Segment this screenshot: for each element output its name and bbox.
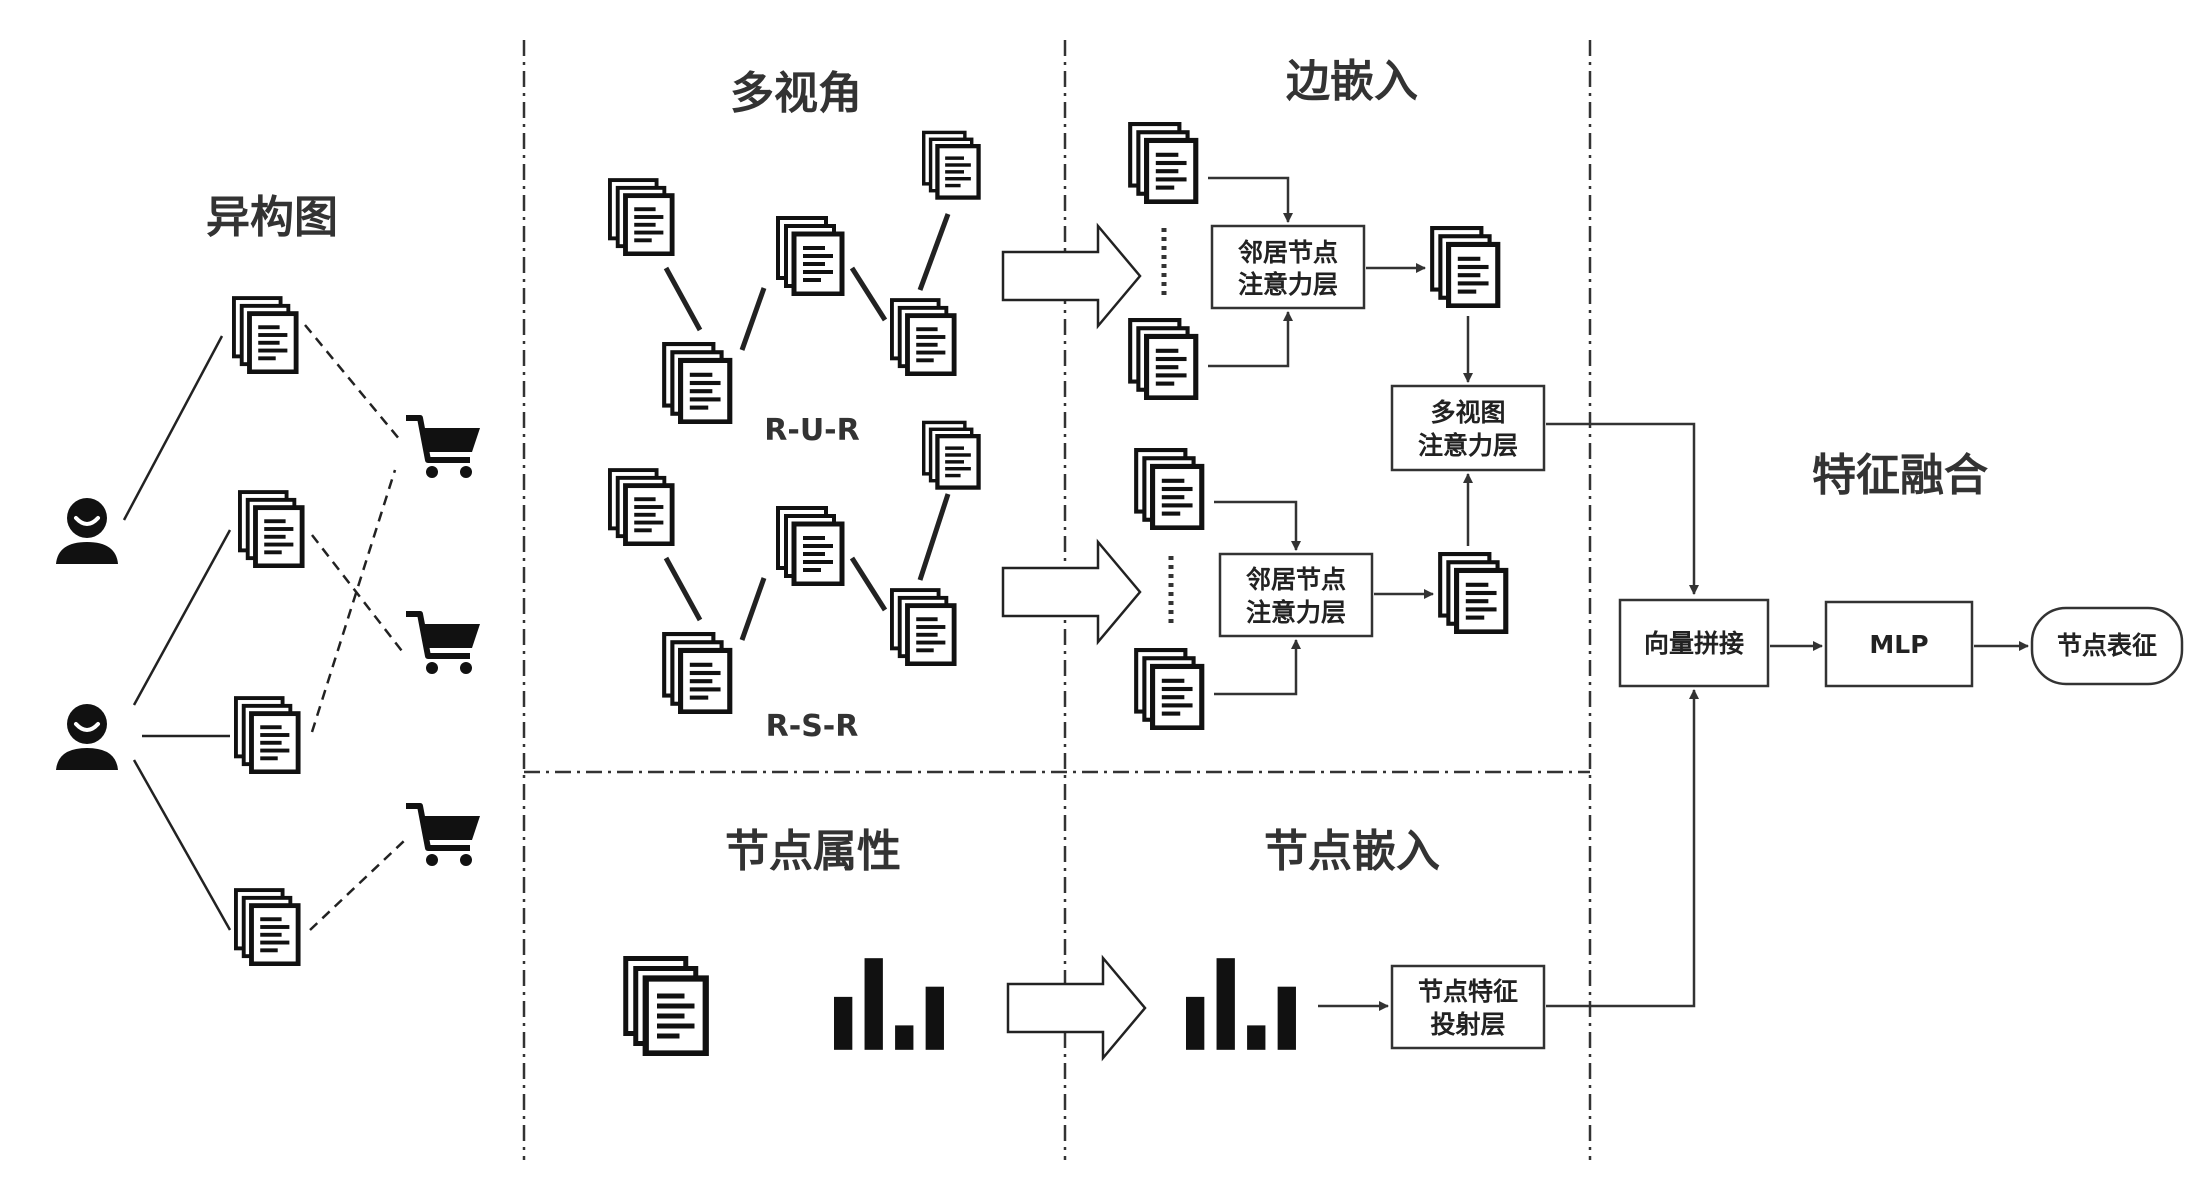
meta-path-rsr: R-S-R [610, 422, 979, 744]
neighbor-attention-label-line-2: 注意力层 [1246, 598, 1346, 627]
node-feature-projection-box [1390, 964, 1546, 1050]
document-icon [664, 634, 730, 712]
bar-chart-icon [1186, 958, 1296, 1050]
document-icon [1130, 124, 1196, 202]
neighbor-attention-label-line-1: 邻居节点 [1246, 565, 1346, 594]
node-feature-projection-label-line-2: 投射层 [1430, 1010, 1505, 1039]
graph-edge [122, 335, 224, 521]
document-icon [236, 698, 298, 772]
document-icon [1130, 320, 1196, 398]
meta-path-edge [849, 556, 888, 612]
graph-edge [132, 529, 232, 706]
section-title-feature-fusion: 特征融合 [1812, 450, 1988, 501]
node-representation-box [2030, 606, 2184, 686]
block-arrow-attributes [1006, 954, 1147, 1062]
graph-edge [132, 759, 232, 931]
document-icon [892, 590, 954, 664]
document-icon [1136, 650, 1202, 728]
edge-embedding-lower: 邻居节点 注意力层 [1136, 450, 1506, 728]
neighbor-attention-label-line-1: 邻居节点 [1238, 238, 1338, 267]
section-title-heterogeneous-graph: 异构图 [206, 192, 338, 243]
meta-path-label-rur: R-U-R [764, 413, 859, 448]
multi-view-attention-label-line-2: 注意力层 [1418, 431, 1518, 460]
document-icon [626, 959, 706, 1054]
meta-path-edge [917, 213, 951, 291]
multi-view-attention-label-line-1: 多视图 [1430, 398, 1505, 427]
meta-path-edge [663, 556, 703, 622]
shopping-cart-icon [406, 806, 480, 866]
section-title-node-attributes: 节点属性 [725, 826, 901, 877]
heterogeneous-graph [54, 298, 480, 964]
flow-arrow [1208, 311, 1293, 368]
user-icon [54, 702, 120, 770]
node-representation-label: 节点表征 [2057, 631, 2157, 660]
meta-path-edge [739, 577, 767, 641]
neighbor-attention-box-2 [1218, 552, 1374, 638]
edge-embedding-upper: 邻居节点 注意力层 [1130, 124, 1498, 398]
document-icon [1432, 228, 1498, 306]
vector-concat-label: 向量拼接 [1644, 629, 1744, 658]
flow-arrow [1546, 689, 1699, 1008]
document-icon [1440, 554, 1506, 632]
document-icon [610, 470, 672, 544]
flow-arrow [1208, 176, 1293, 223]
vector-concat-box [1618, 598, 1770, 688]
meta-path-edge [663, 266, 703, 332]
mlp-box [1824, 600, 1974, 688]
graph-edge-dashed [311, 534, 406, 656]
mlp-label: MLP [1869, 630, 1928, 659]
graph-edge-dashed [309, 839, 406, 931]
meta-path-rur: R-U-R [610, 132, 979, 448]
document-icon [240, 492, 302, 566]
graph-edge-dashed [310, 469, 397, 733]
document-icon [1136, 450, 1202, 528]
document-icon [924, 132, 979, 197]
shopping-cart-icon [406, 614, 480, 674]
document-icon [610, 180, 672, 254]
section-title-node-embedding: 节点嵌入 [1264, 826, 1440, 877]
node-feature-projection-label-line-1: 节点特征 [1418, 977, 1518, 1006]
meta-path-label-rsr: R-S-R [766, 709, 859, 744]
user-icon [54, 496, 120, 564]
block-arrow-rur [1001, 222, 1142, 330]
multi-view-attention-box [1390, 384, 1546, 472]
flow-arrow [1214, 639, 1301, 696]
document-icon [892, 300, 954, 374]
flow-arrow [1214, 500, 1301, 551]
document-icon [234, 298, 296, 372]
section-title-multi-view: 多视角 [730, 68, 862, 119]
block-arrow-rsr [1001, 538, 1142, 646]
shopping-cart-icon [406, 418, 480, 478]
document-icon [924, 422, 979, 487]
document-icon [236, 890, 298, 964]
neighbor-attention-box-1 [1210, 224, 1366, 310]
meta-path-edge [739, 287, 767, 351]
document-icon [778, 218, 842, 294]
document-icon [778, 508, 842, 584]
document-icon [664, 344, 730, 422]
graph-edge-dashed [304, 324, 401, 441]
meta-path-edge [917, 493, 951, 581]
bar-chart-icon [834, 958, 944, 1050]
flow-arrow [1546, 422, 1699, 595]
meta-path-edge [849, 266, 888, 322]
section-title-edge-embedding: 边嵌入 [1286, 56, 1418, 107]
neighbor-attention-label-line-2: 注意力层 [1238, 270, 1338, 299]
